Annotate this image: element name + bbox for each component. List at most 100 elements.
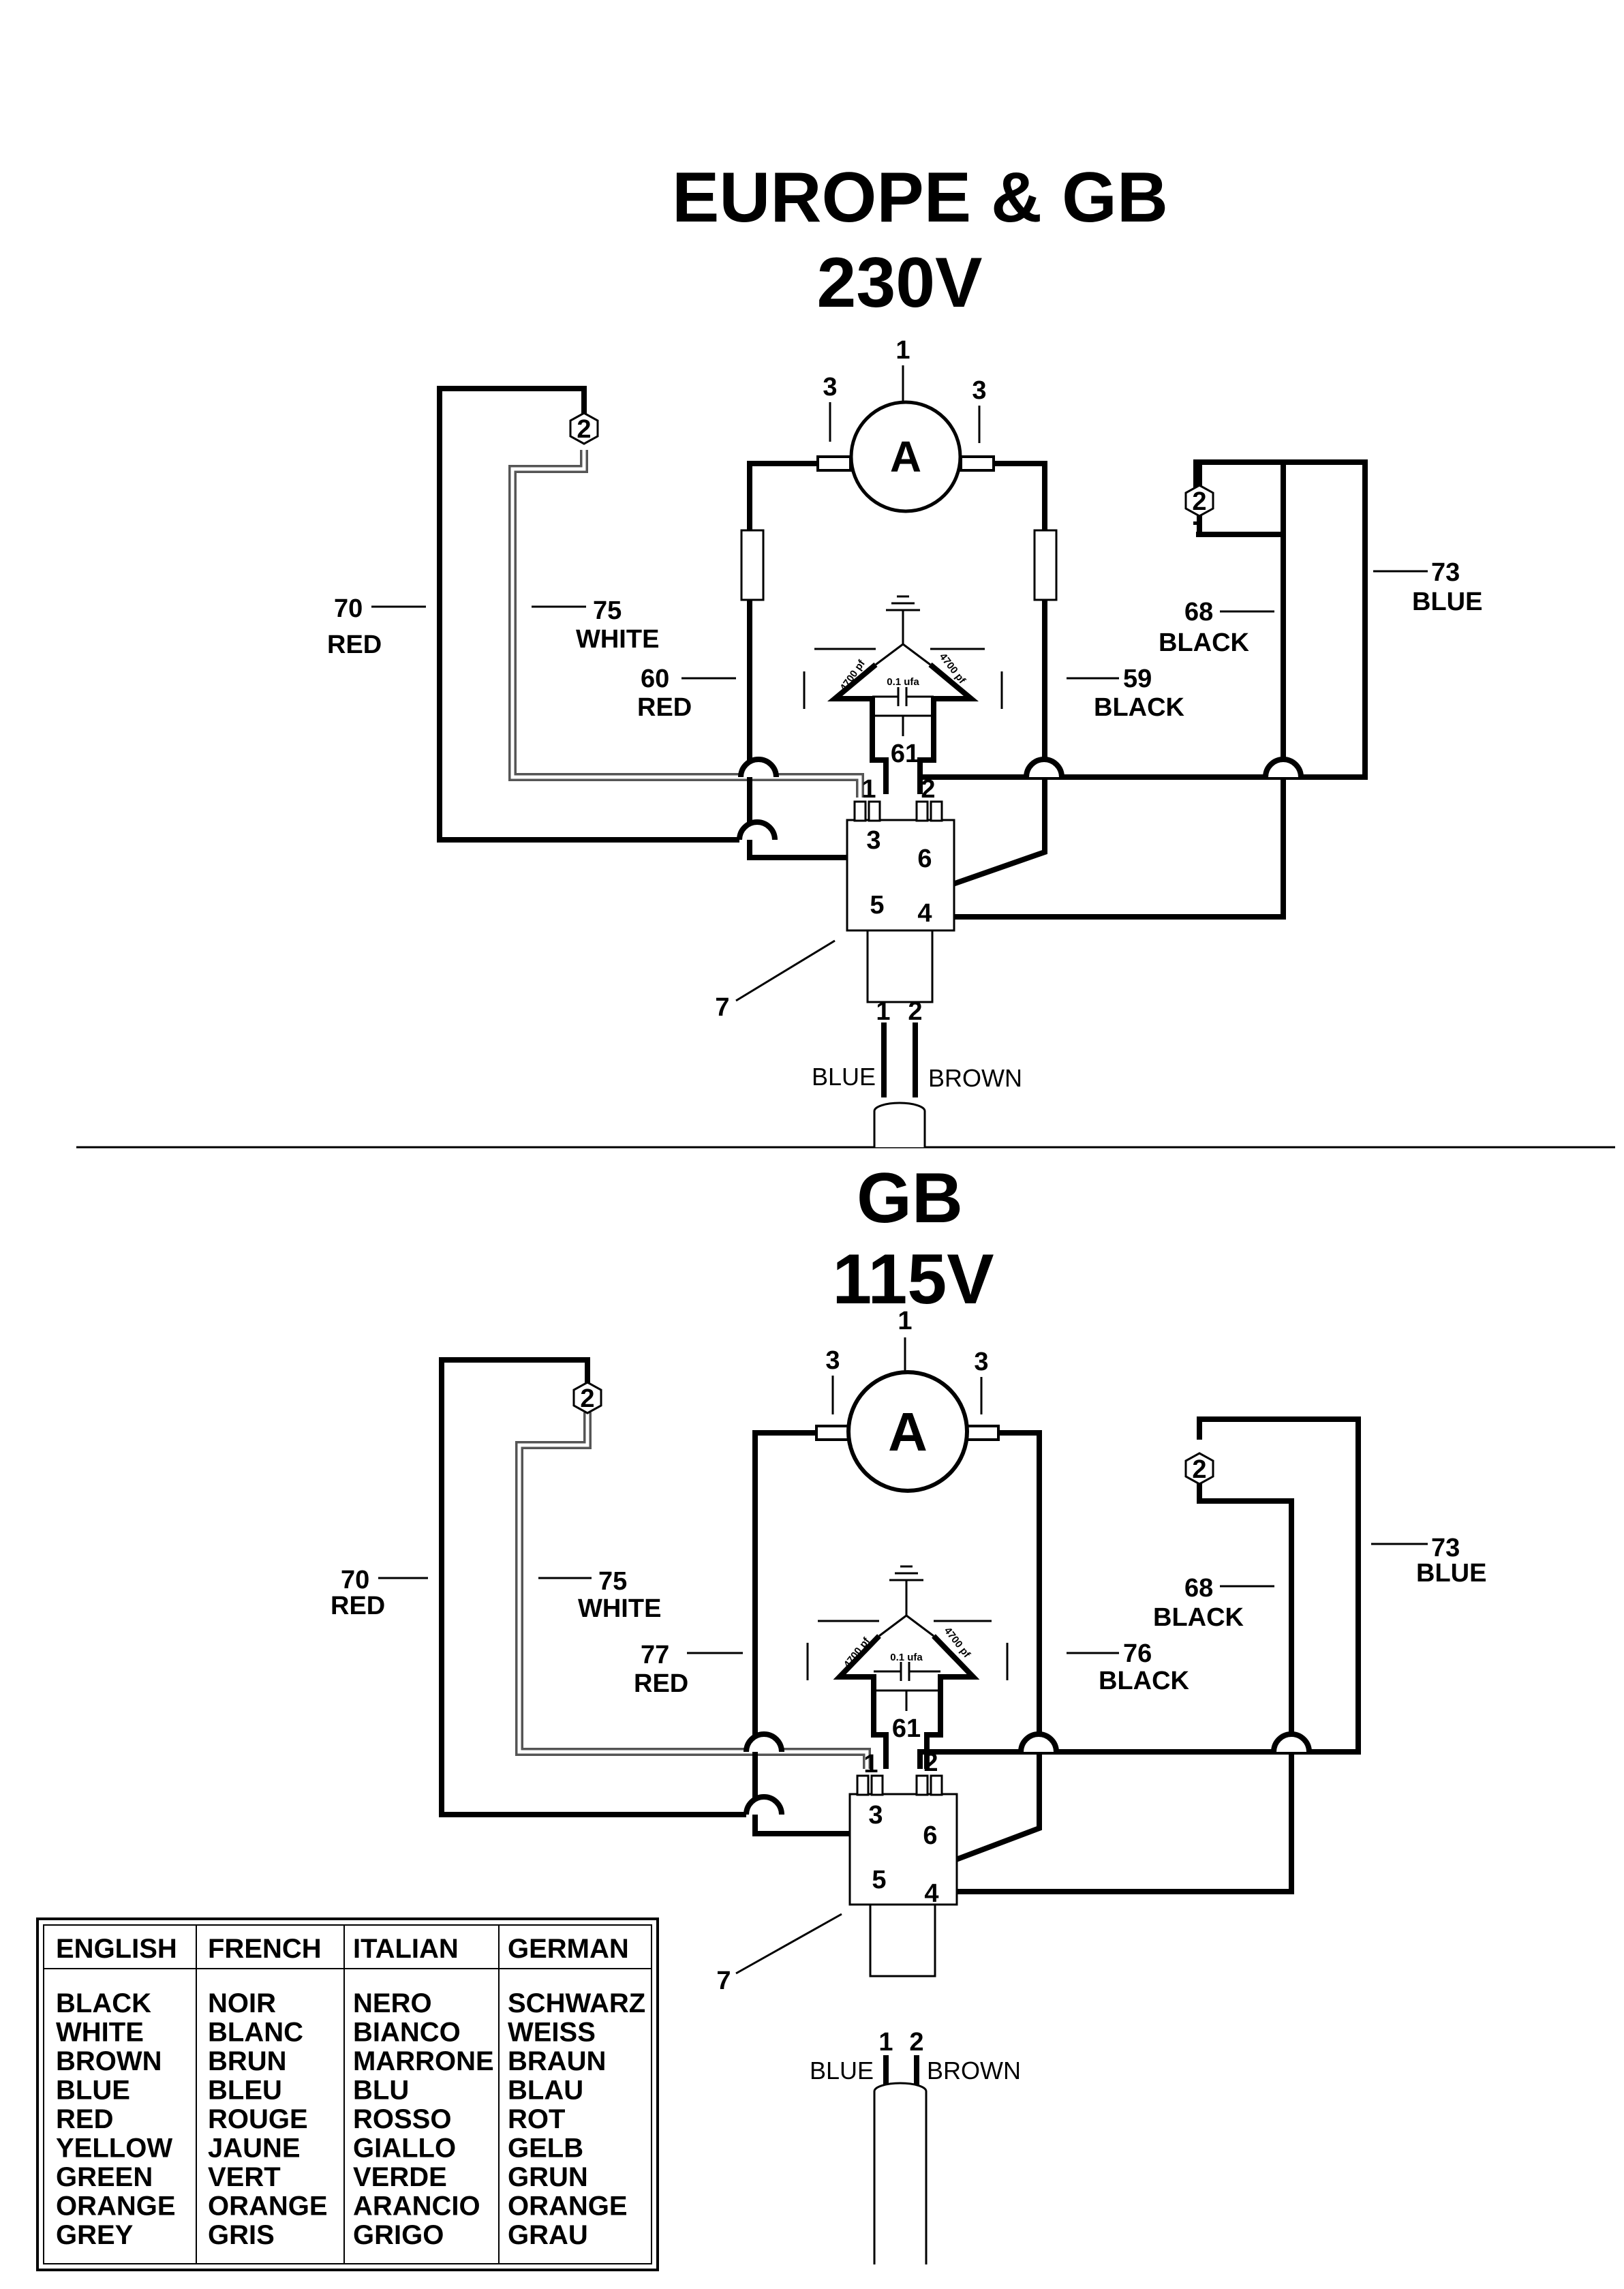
motor-symbol: A [890,432,921,481]
wire-blue-loop [917,459,1368,794]
brush-right [960,455,995,472]
table-cell: WEISS [508,2018,596,2048]
wire-76-color: BLACK [1099,1667,1190,1695]
motor-symbol: A [888,1401,928,1462]
wire-77-color: RED [634,1669,688,1698]
table-cell: ROT [508,2104,565,2134]
table-inner-border [43,1924,652,2264]
capacitor-center-value: 0.1 ufa [890,1652,923,1663]
wire-59-number: 59 [1123,665,1152,693]
crossing-hop-1 [737,819,778,840]
cable-brown-label: BROWN [928,1064,1022,1092]
table-cell: BLACK [56,1988,151,2018]
brush-left [816,455,852,472]
switch-terminal-1b [868,800,881,822]
table-cell: MARRONE [353,2046,494,2076]
hex-connector-left-label: 2 [580,1384,594,1413]
wire-black-inner [897,1430,1042,1884]
table-cell: BLAU [508,2076,583,2106]
table-cell: GREY [56,2220,134,2250]
crossing-hop-2 [744,1731,784,1753]
switch-number: 7 [716,1967,731,1995]
crossing-hop-4 [1263,757,1304,778]
table-cell: BLUE [56,2076,130,2106]
switch-terminal-2a [915,800,929,822]
wire-60-color: RED [637,693,692,722]
hex-connector-right-label: 2 [1192,1455,1206,1484]
switch-terminal-1a [856,1774,870,1796]
table-cell: BROWN [56,2046,162,2076]
switch-body [846,819,955,932]
table-cell: ORANGE [208,2192,328,2222]
suppressor [803,595,1003,794]
hex-connector-left-label: 2 [577,415,591,444]
switch-handle [869,1903,936,1977]
brush-left-number: 3 [825,1346,840,1375]
table-cell: BRAUN [508,2046,606,2076]
capacitor-left-value: 4700 pf [842,1635,873,1670]
hex-connector-right [1184,1452,1214,1485]
wire-60-number: 60 [641,665,669,693]
capacitor-right-value: 4700 pf [942,1625,973,1661]
suppressor [806,1565,1009,1769]
switch-t3: 3 [868,1801,883,1830]
wire-black-outer [920,1466,1294,1894]
table-outer-border [36,1917,659,2271]
crossing-hop-3 [1024,757,1064,778]
table-header-cell: GERMAN [508,1934,629,1964]
switch-terminal-2b [930,800,943,822]
switch-leader [735,939,836,1002]
brush-right-number: 3 [974,1348,988,1376]
switch-t4: 4 [917,899,932,928]
switch-t2: 2 [923,1748,938,1777]
wire-white-core [517,1412,869,1769]
motor [849,400,962,513]
wire-73-color: BLUE [1412,588,1482,616]
wire-black-inner [897,461,1047,906]
table-cell: GREEN [56,2162,153,2192]
diagram-title: EUROPE & GB [672,158,1168,237]
switch-number: 7 [715,993,729,1022]
cable-blue-label: BLUE [810,2057,874,2085]
capacitor-center-value: 0.1 ufa [887,676,919,688]
table-cell: VERDE [353,2162,447,2192]
cable-sheath [873,2082,928,2264]
switch-t4: 4 [924,1879,938,1908]
switch-t6: 6 [923,1821,937,1850]
switch-t1: 1 [861,775,876,804]
wire-red-inner [752,1430,855,1836]
table-cell: BLANC [208,2018,303,2048]
wire-70-color: RED [331,1592,385,1620]
cable-2-number: 2 [909,2028,923,2057]
hex-connector-left [572,1381,602,1414]
diagram-title: GB [857,1159,963,1238]
wire-70-number: 70 [334,594,363,623]
wire-76-number: 76 [1123,1639,1152,1668]
brush-left-number: 3 [823,373,837,401]
switch-t3: 3 [866,826,880,855]
diagram-voltage: 115V [832,1240,994,1319]
wire-75-number: 75 [593,596,622,625]
brush-left [815,1425,852,1441]
choke-left [740,529,765,601]
suppressor-number: 61 [892,1714,921,1743]
wire-black-outer [920,459,1286,920]
switch-handle [866,929,934,1003]
diagram-europe-gb-230v: EUROPE & GB 230V 2 A 1 3 3 2 [327,158,1482,1147]
wire-white-core [510,450,862,798]
switch-terminal-1b [870,1774,884,1796]
crossing-hop-3 [1018,1731,1059,1753]
table-cell: GELB [508,2134,583,2164]
switch-leader [735,1913,842,1975]
table-cell: BIANCO [353,2018,461,2048]
switch-t6: 6 [917,845,932,873]
wire-73-number: 73 [1431,1534,1460,1562]
